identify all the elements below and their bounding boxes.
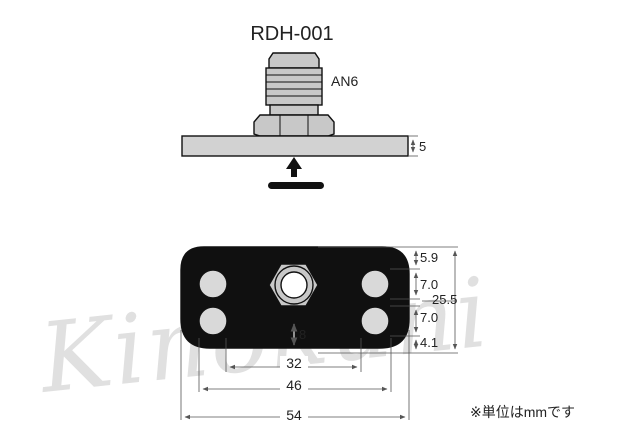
thickness-value: 5 (419, 139, 426, 154)
dim-hole-spacing-lower: 7.0 (420, 310, 438, 325)
dim-width-inner: 32 (286, 355, 302, 371)
dim-top-to-hole: 5.9 (420, 250, 438, 265)
thickness-dimension: 5 (408, 135, 426, 157)
side-view: AN6 5 (181, 52, 426, 189)
fitting-size-label: AN6 (331, 73, 358, 89)
horizontal-dimensions: 32 46 54 (180, 330, 410, 423)
unit-note: ※単位はmmです (470, 404, 575, 420)
vertical-dimensions: 5.9 7.0 25.5 7.0 4.1 (318, 246, 458, 354)
bolt-hole-bottom-left (198, 306, 228, 336)
bolt-hole-top-left (198, 269, 228, 299)
bolt-hole-bottom-right (360, 306, 390, 336)
dim-width-total: 54 (286, 407, 302, 423)
fitting-neck (269, 104, 319, 116)
fitting-flare (268, 52, 320, 69)
dim-bottom-to-hole: 4.1 (420, 335, 438, 350)
top-view (180, 246, 410, 349)
dim-hole-spacing-upper: 7.0 (420, 277, 438, 292)
center-offset-dimension: 8 (290, 323, 306, 346)
dim-center-offset: 8 (299, 327, 306, 342)
hex-nut (253, 114, 335, 137)
dim-width-mid: 46 (286, 377, 302, 393)
view-direction-arrow-icon (268, 157, 324, 189)
fitting-bore (280, 271, 308, 299)
bolt-hole-top-right (360, 269, 390, 299)
fitting-thread (265, 67, 323, 106)
dim-total-height: 25.5 (432, 292, 457, 307)
part-number-title: RDH-001 (250, 23, 333, 45)
mounting-plate-side (181, 135, 409, 157)
